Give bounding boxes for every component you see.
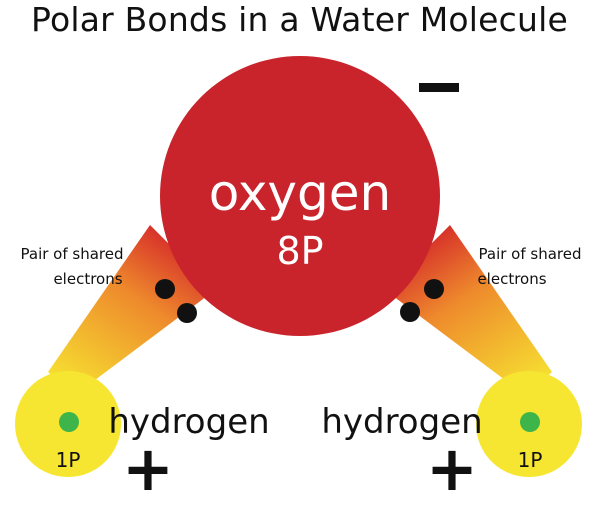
bond-right-shape: [385, 225, 552, 395]
electron-left-2: [177, 303, 197, 323]
hydrogen-left-label: hydrogen: [108, 402, 269, 442]
hydrogen-right-label: hydrogen: [321, 402, 482, 442]
hydrogen-right-nucleus: [520, 412, 540, 432]
bond-left-shape: [48, 225, 215, 395]
positive-charge-left: +: [122, 432, 174, 505]
bond-right-label-line1: Pair of shared: [479, 245, 582, 263]
negative-charge-sign: [419, 83, 459, 92]
bond-left-label-line2: electrons: [53, 270, 122, 288]
hydrogen-left-protons: 1P: [56, 448, 81, 472]
oxygen-protons: 8P: [276, 229, 323, 273]
oxygen-label: oxygen: [209, 164, 391, 222]
diagram-title: Polar Bonds in a Water Molecule: [31, 0, 568, 39]
electron-left-1: [155, 279, 175, 299]
bond-right-label-line2: electrons: [477, 270, 546, 288]
bond-left-label-line1: Pair of shared: [21, 245, 124, 263]
hydrogen-right-protons: 1P: [518, 448, 543, 472]
hydrogen-left-nucleus: [59, 412, 79, 432]
oxygen-atom: [160, 56, 440, 336]
electron-right-1: [424, 279, 444, 299]
electron-right-2: [400, 302, 420, 322]
positive-charge-right: +: [426, 432, 478, 505]
